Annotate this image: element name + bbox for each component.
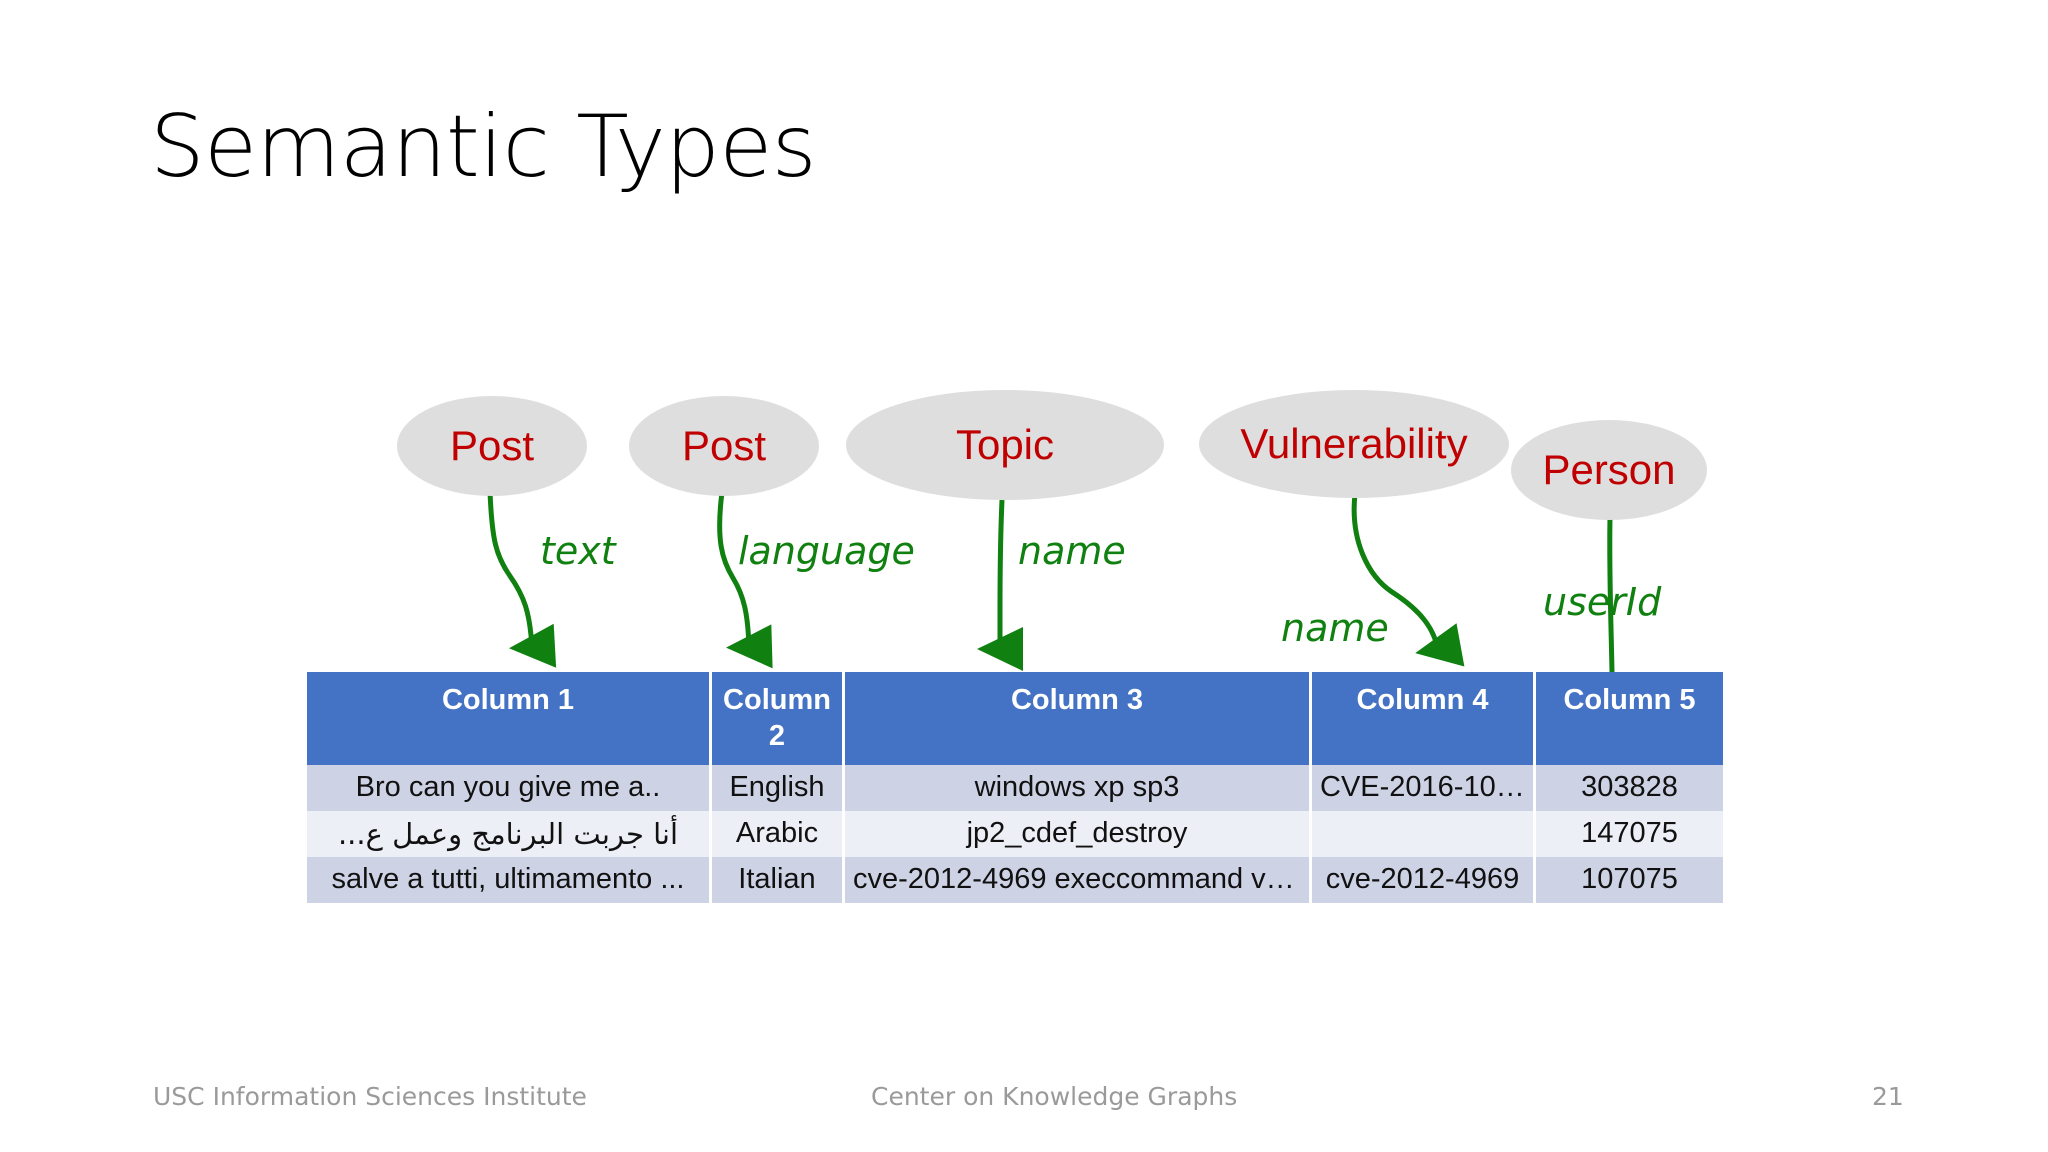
table-header-row: Column 1 Column 2 Column 3 Column 4 Colu…: [307, 672, 1723, 765]
edge-label-language: language: [738, 529, 915, 573]
node-post-1[interactable]: Post: [397, 396, 587, 496]
table-cell: English: [712, 764, 845, 811]
table-cell: Bro can you give me a..: [307, 764, 712, 811]
edge-name-1-path: [977, 499, 1023, 672]
table-row: Bro can you give me a.. English windows …: [307, 764, 1723, 811]
table-cell: cve-2012-4969 execcommand vuln: [845, 856, 1312, 903]
table-cell: Italian: [712, 856, 845, 903]
node-post-2-label: Post: [681, 421, 767, 469]
edge-label-text: text: [540, 529, 616, 573]
edge-label-name-vulnerability: name: [1281, 606, 1389, 650]
table-cell: salve a tutti, ultimamento ...: [307, 856, 712, 903]
node-person[interactable]: Person: [1511, 420, 1707, 520]
footer-organization: USC Information Sciences Institute: [153, 1082, 587, 1111]
table-cell: windows xp sp3: [845, 764, 1312, 811]
table-row: salve a tutti, ultimamento ... Italian c…: [307, 856, 1723, 903]
table-cell: cve-2012-4969: [1312, 856, 1536, 903]
edge-label-name-topic: name: [1018, 529, 1126, 573]
footer-page-number: 21: [1872, 1082, 1904, 1111]
node-topic-label: Topic: [955, 420, 1055, 468]
table-cell: 147075: [1536, 810, 1723, 857]
table-cell: Arabic: [712, 810, 845, 857]
slide-footer: USC Information Sciences Institute Cente…: [0, 1082, 2048, 1122]
table-cell: CVE-2016-1052: [1312, 764, 1536, 811]
table-cell: 303828: [1536, 764, 1723, 811]
node-person-label: Person: [1542, 445, 1676, 493]
table-header-column-4[interactable]: Column 4: [1312, 672, 1536, 765]
footer-center-label: Center on Knowledge Graphs: [871, 1082, 1238, 1111]
node-vulnerability-label: Vulnerability: [1240, 419, 1468, 467]
table-cell: أنا جربت البرنامج وعمل ع...: [307, 810, 712, 857]
table-row: أنا جربت البرنامج وعمل ع... Arabic jp2_c…: [307, 810, 1723, 857]
page-title: Semantic Types: [150, 97, 817, 197]
table-header-column-2[interactable]: Column 2: [712, 672, 845, 765]
node-post-2[interactable]: Post: [629, 396, 819, 496]
table-cell: 107075: [1536, 856, 1723, 903]
table-header-column-3[interactable]: Column 3: [845, 672, 1312, 765]
edge-text-path: [487, 491, 557, 668]
table-cell: [1312, 810, 1536, 857]
node-post-1-label: Post: [449, 421, 535, 469]
table-cell: jp2_cdef_destroy: [845, 810, 1312, 857]
node-vulnerability[interactable]: Vulnerability: [1199, 390, 1509, 498]
table-header-column-5[interactable]: Column 5: [1536, 672, 1723, 765]
table-header-column-1[interactable]: Column 1: [307, 672, 712, 765]
edge-label-userid: userId: [1543, 580, 1662, 624]
data-table: Column 1 Column 2 Column 3 Column 4 Colu…: [307, 672, 1723, 903]
node-topic[interactable]: Topic: [846, 390, 1164, 500]
